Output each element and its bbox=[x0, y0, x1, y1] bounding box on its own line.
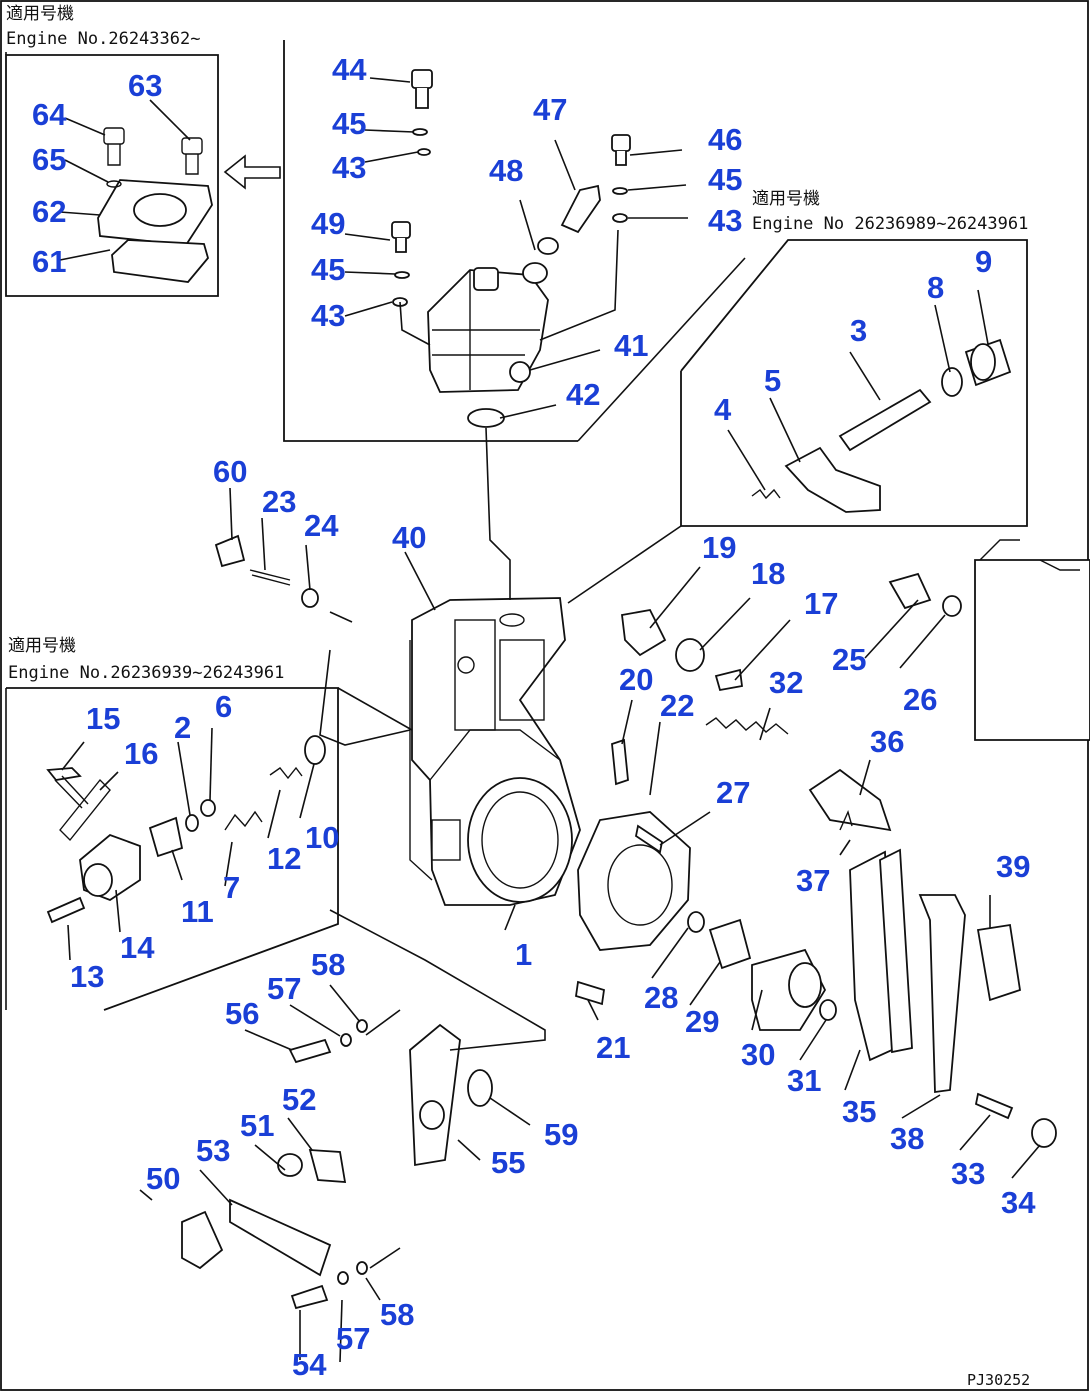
callout-57-b: 57 bbox=[336, 1321, 370, 1356]
note-top-left-engine: Engine No.26243362~ bbox=[6, 29, 200, 49]
callout-32: 32 bbox=[769, 665, 803, 700]
callout-27: 27 bbox=[716, 775, 750, 810]
callout-13: 13 bbox=[70, 959, 104, 994]
callout-18: 18 bbox=[751, 556, 785, 591]
callout-1: 1 bbox=[515, 937, 532, 972]
callout-17: 17 bbox=[804, 586, 838, 621]
callout-38: 38 bbox=[890, 1121, 924, 1156]
callout-45-c: 45 bbox=[311, 252, 345, 287]
callout-7: 7 bbox=[223, 870, 240, 905]
callout-52: 52 bbox=[282, 1082, 316, 1117]
callout-58-a: 58 bbox=[311, 947, 345, 982]
callout-55: 55 bbox=[491, 1145, 525, 1180]
callout-8: 8 bbox=[927, 270, 944, 305]
callout-12: 12 bbox=[267, 841, 301, 876]
callout-43-c: 43 bbox=[311, 298, 345, 333]
callout-39: 39 bbox=[996, 849, 1030, 884]
callout-labels: 64 63 65 62 61 44 45 43 47 48 46 45 43 4… bbox=[32, 52, 1036, 1382]
callout-2: 2 bbox=[174, 710, 191, 745]
callout-5: 5 bbox=[764, 363, 781, 398]
callout-16: 16 bbox=[124, 736, 158, 771]
callout-31: 31 bbox=[787, 1063, 821, 1098]
callout-19: 19 bbox=[702, 530, 736, 565]
top-valve-assembly bbox=[391, 69, 631, 428]
callout-3: 3 bbox=[850, 313, 867, 348]
callout-48: 48 bbox=[489, 153, 523, 188]
callout-22: 22 bbox=[660, 688, 694, 723]
callout-58-b: 58 bbox=[380, 1297, 414, 1332]
note-left-engine: Engine No.26236939~26243961 bbox=[8, 663, 284, 683]
callout-45-a: 45 bbox=[332, 106, 366, 141]
callout-47: 47 bbox=[533, 92, 567, 127]
note-left: 適用号機 Engine No.26236939~26243961 bbox=[8, 636, 284, 683]
cover-plate-assembly bbox=[97, 127, 213, 283]
callout-51: 51 bbox=[240, 1108, 274, 1143]
callout-28: 28 bbox=[644, 980, 678, 1015]
callout-56: 56 bbox=[225, 996, 259, 1031]
callout-37: 37 bbox=[796, 863, 830, 898]
inset-box-top-center bbox=[283, 40, 746, 442]
callout-49: 49 bbox=[311, 206, 345, 241]
callout-4: 4 bbox=[714, 392, 732, 427]
shaft-lever-assembly bbox=[751, 338, 1012, 513]
callout-35: 35 bbox=[842, 1094, 876, 1129]
callout-6: 6 bbox=[215, 689, 232, 724]
leader-lines bbox=[59, 77, 1041, 1363]
callout-23: 23 bbox=[262, 484, 296, 519]
inset-box-top-left bbox=[5, 52, 219, 297]
callout-63: 63 bbox=[128, 68, 162, 103]
callout-21: 21 bbox=[596, 1030, 630, 1065]
governor-parts bbox=[577, 811, 837, 1031]
callout-41: 41 bbox=[614, 328, 648, 363]
side-parts bbox=[214, 534, 1057, 1148]
callout-42: 42 bbox=[566, 377, 600, 412]
callout-60: 60 bbox=[213, 454, 247, 489]
callout-43-b: 43 bbox=[708, 203, 742, 238]
note-top-left-jp: 適用号機 bbox=[6, 4, 74, 24]
callout-29: 29 bbox=[685, 1004, 719, 1039]
callout-54: 54 bbox=[292, 1347, 327, 1382]
callout-33: 33 bbox=[951, 1156, 985, 1191]
callout-20: 20 bbox=[619, 662, 653, 697]
callout-53: 53 bbox=[196, 1133, 230, 1168]
figure-code: PJ30252 bbox=[967, 1371, 1030, 1389]
note-right-engine: Engine No 26236989~26243961 bbox=[752, 214, 1028, 234]
left-inset-parts bbox=[46, 735, 326, 924]
callout-14: 14 bbox=[120, 930, 155, 965]
callout-62: 62 bbox=[32, 194, 66, 229]
callout-10: 10 bbox=[305, 820, 339, 855]
callout-44: 44 bbox=[332, 52, 367, 87]
callout-24: 24 bbox=[304, 508, 339, 543]
callout-15: 15 bbox=[86, 701, 120, 736]
callout-43-a: 43 bbox=[332, 150, 366, 185]
callout-40: 40 bbox=[392, 520, 426, 555]
callout-11: 11 bbox=[181, 894, 214, 929]
callout-9: 9 bbox=[975, 244, 992, 279]
note-top-left: 適用号機 Engine No.26243362~ bbox=[6, 4, 200, 49]
note-right: 適用号機 Engine No 26236989~26243961 bbox=[752, 189, 1028, 234]
lower-parts bbox=[181, 1019, 493, 1310]
note-left-jp: 適用号機 bbox=[8, 636, 76, 656]
callout-34: 34 bbox=[1001, 1185, 1036, 1220]
callout-61: 61 bbox=[32, 244, 66, 279]
callout-64: 64 bbox=[32, 97, 67, 132]
callout-46: 46 bbox=[708, 122, 742, 157]
callout-45-b: 45 bbox=[708, 162, 742, 197]
inset-box-left bbox=[5, 687, 413, 1011]
callout-50: 50 bbox=[146, 1161, 180, 1196]
callout-57-a: 57 bbox=[267, 971, 301, 1006]
callout-26: 26 bbox=[903, 682, 937, 717]
callout-25: 25 bbox=[832, 642, 866, 677]
callout-59: 59 bbox=[544, 1117, 578, 1152]
main-pump-body bbox=[409, 597, 581, 906]
callout-65: 65 bbox=[32, 142, 66, 177]
inset-box-right bbox=[567, 239, 1028, 604]
arrow-to-inset bbox=[223, 154, 281, 190]
callout-36: 36 bbox=[870, 724, 904, 759]
callout-30: 30 bbox=[741, 1037, 775, 1072]
lever-parts bbox=[808, 539, 1090, 1094]
note-right-jp: 適用号機 bbox=[752, 189, 820, 209]
